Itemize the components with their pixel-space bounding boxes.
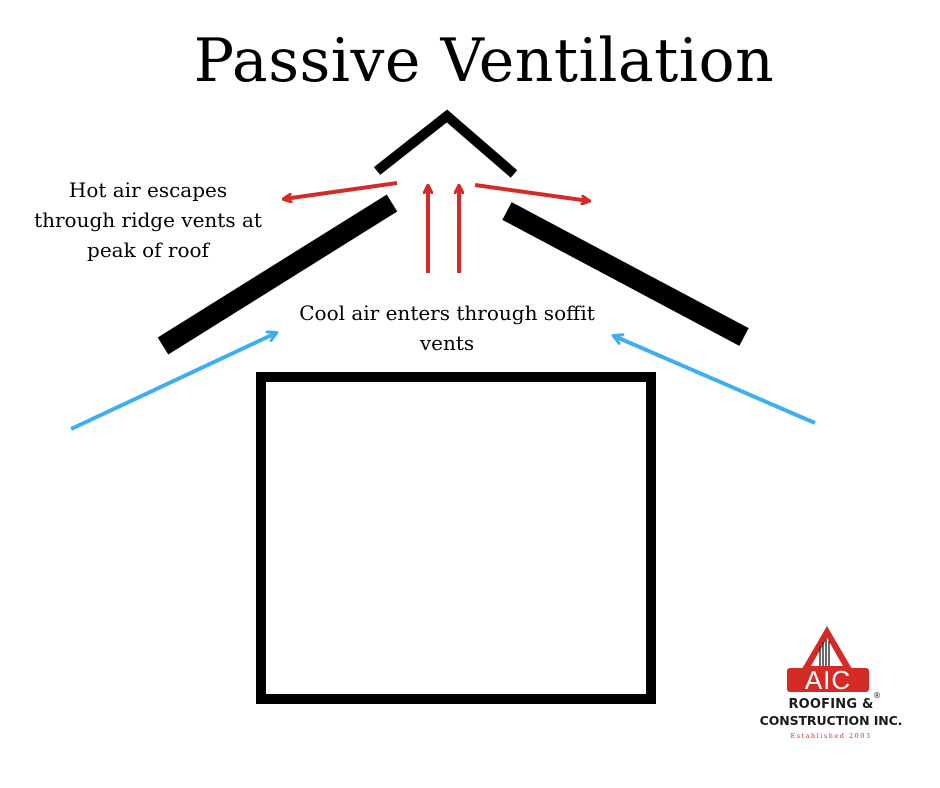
hot-air-label-line-1: Hot air escapes [68, 178, 228, 202]
roof-left [157, 194, 398, 355]
cool-air-label: Cool air enters through soffit vents [272, 298, 622, 358]
company-logo: AIC ® ROOFING & CONSTRUCTION INC. Establ… [750, 624, 912, 744]
roof-right [502, 202, 749, 346]
logo-text-line-2: CONSTRUCTION INC. [759, 713, 903, 728]
hot-air-arrow-right [474, 183, 589, 201]
svg-text:AIC: AIC [805, 665, 851, 695]
logo-tagline: Established 2003 [790, 732, 872, 740]
diagram-title: Passive Ventilation [193, 26, 775, 96]
hot-air-arrow-left [284, 181, 398, 199]
cool-air-arrow-right [614, 336, 816, 425]
cool-air-label-line-1: Cool air enters through soffit [299, 301, 595, 325]
cool-air-arrow-left [70, 333, 276, 431]
ridge-cap [373, 109, 518, 178]
logo-text-line-1: ROOFING & [788, 697, 874, 712]
logo-mark-icon: AIC ® [787, 626, 881, 700]
hot-air-label: Hot air escapes through ridge vents at p… [12, 175, 284, 265]
svg-text:®: ® [873, 691, 881, 700]
hot-air-label-line-3: peak of roof [87, 238, 209, 262]
hot-air-label-line-2: through ridge vents at [34, 208, 262, 232]
house-wall [256, 372, 656, 704]
cool-air-label-line-2: vents [419, 331, 475, 355]
